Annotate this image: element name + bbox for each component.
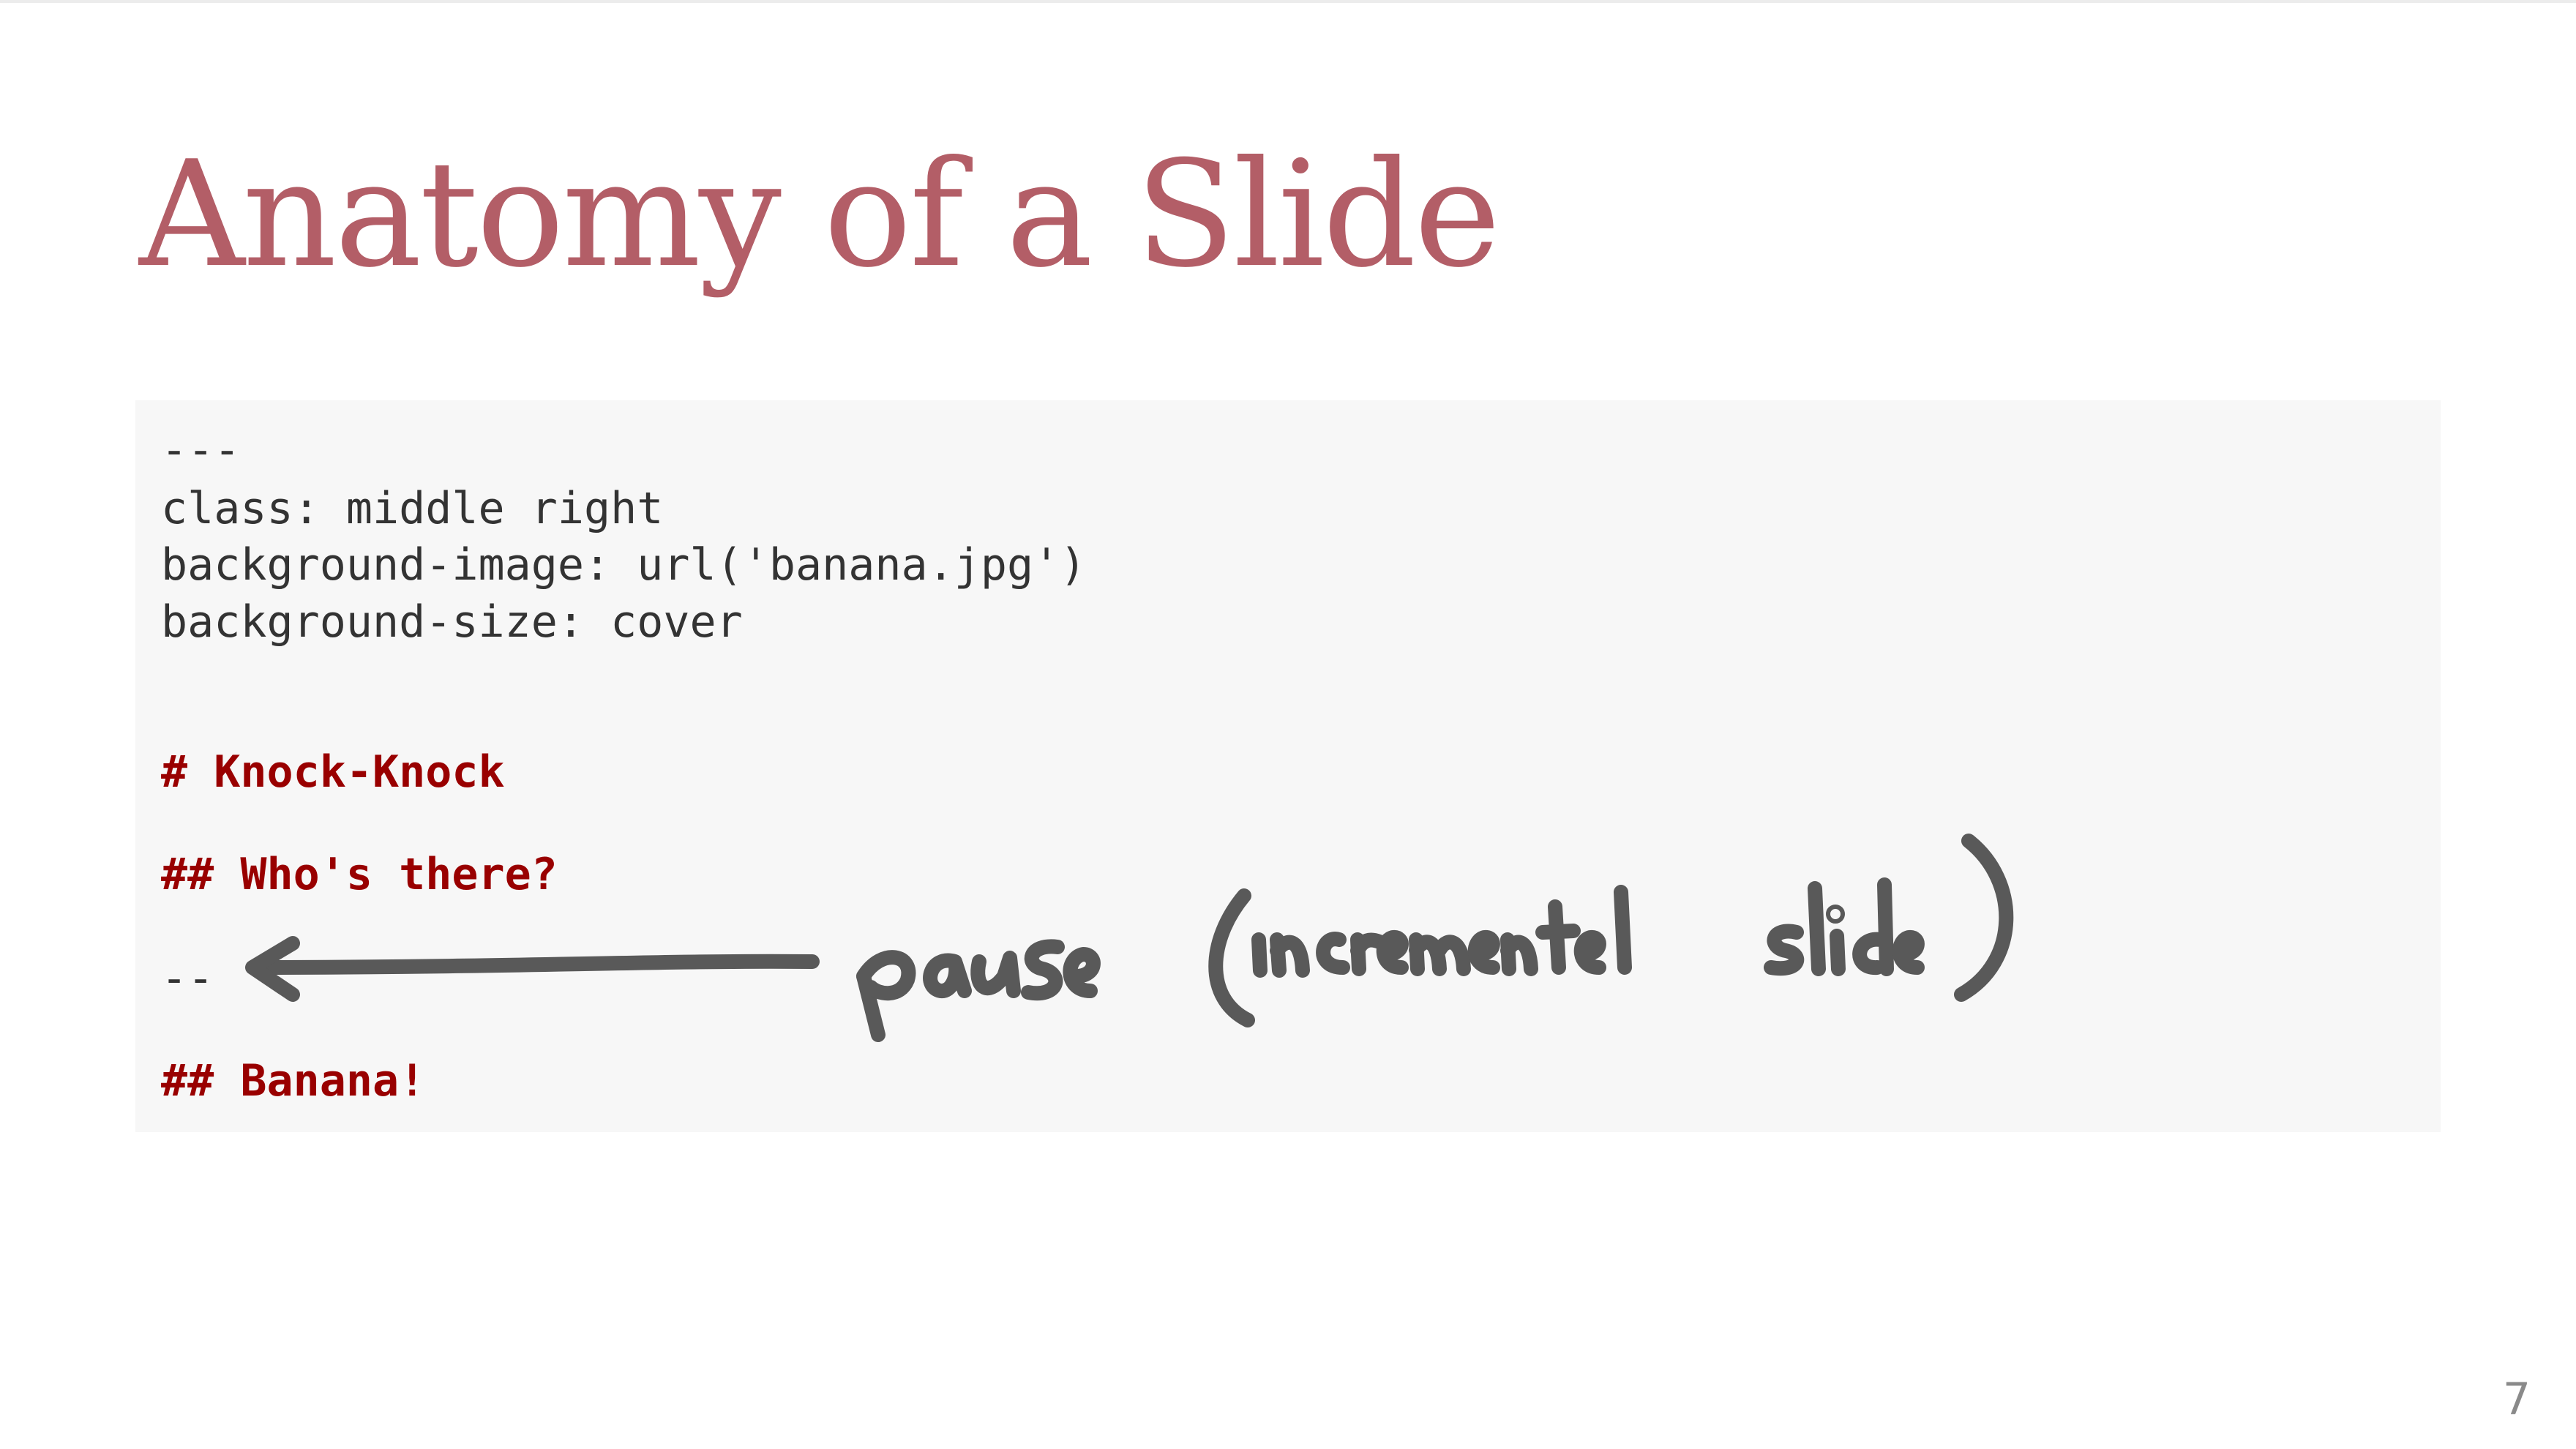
slide-title: Anatomy of a Slide: [139, 130, 1501, 300]
code-line-class: class: middle right: [161, 483, 664, 534]
code-line-separator: ---: [161, 424, 241, 476]
page-number: 7: [2502, 1374, 2531, 1425]
code-line-background-size: background-size: cover: [161, 596, 743, 648]
code-line-pause-marker: --: [161, 953, 214, 1004]
code-block: --- class: middle right background-image…: [135, 400, 2441, 1132]
code-line-heading-banana: ## Banana!: [161, 1055, 426, 1107]
code-line-heading-whos-there: ## Who's there?: [161, 849, 558, 900]
code-line-background-image: background-image: url('banana.jpg'): [161, 539, 1087, 591]
code-line-heading-knock-knock: # Knock-Knock: [161, 746, 505, 798]
